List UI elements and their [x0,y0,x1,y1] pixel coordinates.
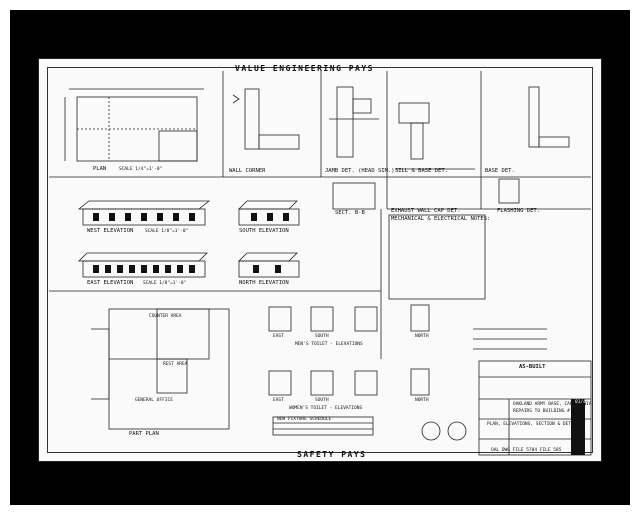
drawing-linework [49,71,592,456]
base-det-label: BASE DET. [485,168,515,174]
wall-corner-label: WALL CORNER [229,168,266,174]
rest-area-label: REST AREA [163,362,188,367]
sheet-number: 01/4 [575,400,586,405]
project-label: REPAIRS TO BUILDING # 88 [513,409,579,414]
sill-base-label: SILL & BASE DET. [395,168,448,174]
top-banner: VALUE ENGINEERING PAYS [235,64,374,73]
east-label-women: EAST [273,398,284,403]
sect-label: SECT. B-B [335,210,365,216]
north-label-men: NORTH [415,334,429,339]
mech-elec-notes-label: MECHANICAL & ELECTRICAL NOTES: [391,216,491,222]
location-label: OAKLAND ARMY BASE, CALIFORNIA [513,402,592,407]
east-label-men: EAST [273,334,284,339]
jamb-head-label: JAMB DET. (HEAD SIM.) [325,168,395,174]
sheet-title-label: PLAN, ELEVATIONS, SECTION & DETAILS [487,422,582,427]
south-label-men: SOUTH [315,334,329,339]
sheet-inner-border [47,67,593,453]
exhaust-cap-label: EXHAUST WALL CAP DET. [391,208,461,214]
flashing-label: FLASHING DET. [497,208,541,214]
south-elevation-label: SOUTH ELEVATION [239,228,289,234]
counter-area-label: COUNTER AREA [149,314,182,319]
west-elevation-scale: SCALE 1/8"=1'-0" [145,229,189,234]
plan-label: PLAN [93,166,107,172]
north-label-women: NORTH [415,398,429,403]
general-office-label: GENERAL OFFICE [135,398,173,403]
drawing-sheet: VALUE ENGINEERING PAYS SAFETY PAYS PLAN … [38,58,602,462]
west-elevation-label: WEST ELEVATION [87,228,134,234]
east-elevation-label: EAST ELEVATION [87,280,134,286]
as-built-label: AS-BUILT [519,364,546,370]
bottom-banner: SAFETY PAYS [297,450,367,459]
mens-toilet-label: MEN'S TOILET - ELEVATIONS [295,342,363,347]
south-label-women: SOUTH [315,398,329,403]
fixture-schedule-label: NEW FIXTURE SCHEDULE [277,417,332,422]
east-elevation-scale: SCALE 1/8"=1'-0" [143,281,187,286]
plan-scale: SCALE 1/4"=1'-0" [119,167,163,172]
file-ref-label: OAL DWG FILE 5704 FILE 585 [491,448,562,453]
north-elevation-label: NORTH ELEVATION [239,280,289,286]
part-plan-label: PART PLAN [129,431,159,437]
womens-toilet-label: WOMEN'S TOILET - ELEVATIONS [289,406,363,411]
